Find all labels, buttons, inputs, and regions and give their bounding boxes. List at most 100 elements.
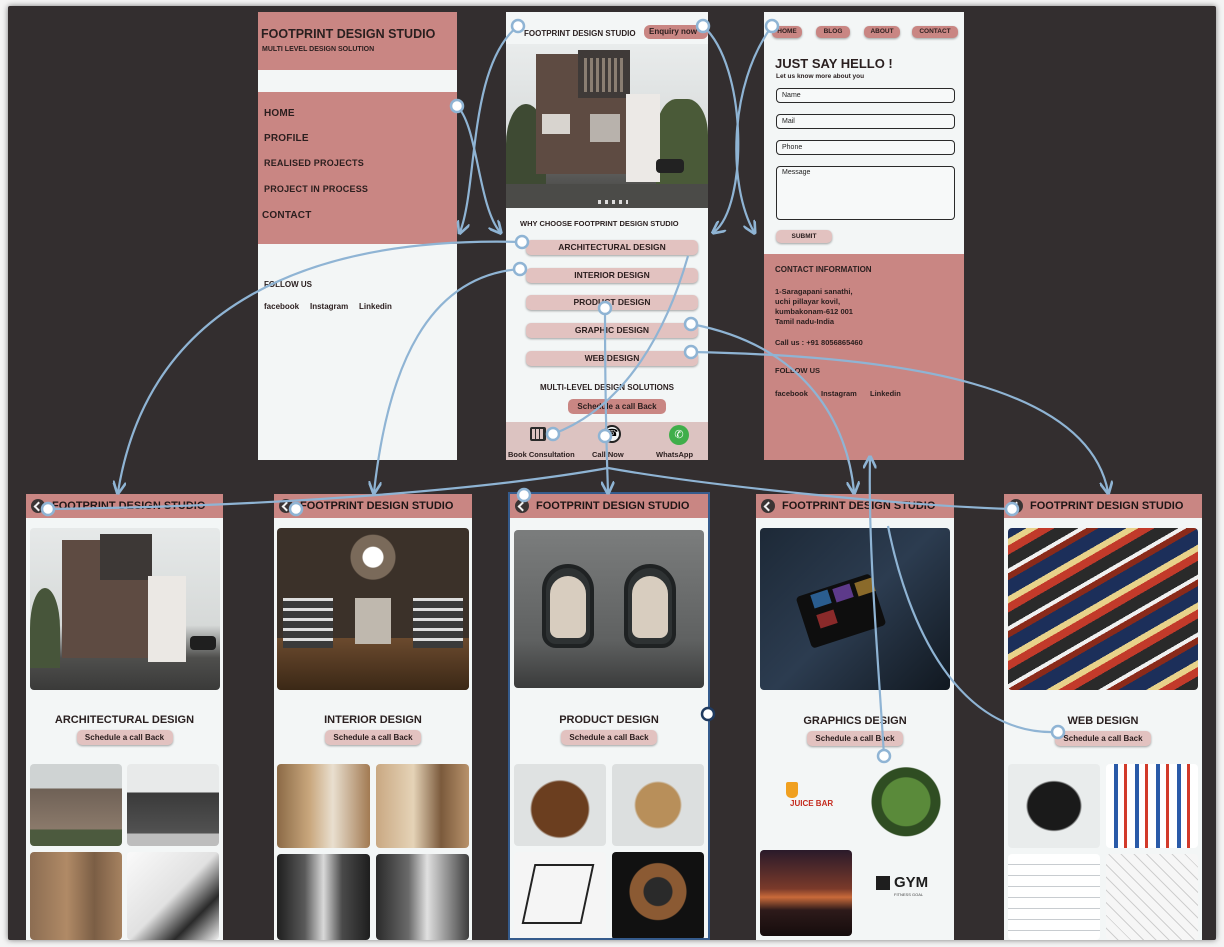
juice-bar-logo: JUICE BAR — [778, 782, 848, 822]
gym-logo: GYM FITNESS GOAL — [876, 872, 946, 912]
architectural-gallery-4 — [127, 852, 219, 940]
menu-item-home[interactable]: HOME — [264, 108, 295, 119]
address-line-4: Tamil nadu-India — [775, 317, 835, 326]
flow-arch-to-architectural — [118, 240, 523, 492]
submit-button[interactable]: SUBMIT — [776, 230, 832, 243]
web-gallery-4 — [1106, 854, 1198, 940]
flow-contact-back — [735, 25, 773, 232]
web-gallery-3 — [1008, 854, 1100, 940]
flow-connectors — [40, 18, 1216, 764]
flow-node — [545, 426, 561, 442]
web-screen: FOOTPRINT DESIGN STUDIO WEB DESIGN Sched… — [1004, 494, 1202, 940]
web-header-title: FOOTPRINT DESIGN STUDIO — [1030, 500, 1184, 512]
interior-heading: INTERIOR DESIGN — [324, 714, 422, 726]
hero-image — [506, 44, 708, 208]
flow-node — [512, 261, 528, 277]
service-architectural-button[interactable]: ARCHITECTURAL DESIGN — [526, 240, 698, 255]
service-product-button[interactable]: PRODUCT DESIGN — [526, 295, 698, 310]
menu-social-linkedin[interactable]: Linkedin — [359, 302, 392, 311]
web-heading: WEB DESIGN — [1067, 715, 1139, 727]
why-choose-title: WHY CHOOSE FOOTPRINT DESIGN STUDIO — [520, 219, 679, 228]
web-schedule-button[interactable]: Schedule a call Back — [1055, 731, 1151, 746]
flow-node — [764, 18, 780, 34]
whatsapp[interactable]: ✆ WhatsApp — [651, 422, 708, 460]
flow-node — [40, 501, 56, 517]
flow-node — [597, 428, 613, 444]
contact-nav-contact[interactable]: CONTACT — [912, 26, 958, 38]
message-field[interactable]: Message — [776, 166, 955, 220]
graphics-hero-image — [760, 528, 950, 690]
flow-enquiry-to-contact — [702, 25, 740, 232]
back-arrow-icon[interactable] — [515, 499, 529, 513]
architectural-schedule-button[interactable]: Schedule a call Back — [76, 730, 173, 745]
book-consultation-label: Book Consultation — [508, 450, 575, 459]
flow-node — [1004, 501, 1020, 517]
flow-headers — [47, 466, 1013, 511]
flow-node — [695, 18, 711, 34]
flow-graphic — [690, 322, 854, 492]
back-arrow-icon[interactable] — [761, 499, 775, 513]
menu-item-profile[interactable]: PROFILE — [264, 133, 309, 144]
brand-title: FOOTPRINT DESIGN STUDIO — [261, 27, 436, 41]
phone-field[interactable]: Phone — [776, 140, 955, 155]
contact-follow-us: FOLLOW US — [775, 366, 820, 375]
address-line-1: 1-Saragapani sanathi, — [775, 287, 853, 296]
flow-interior — [374, 267, 521, 492]
flow-book-consult — [552, 255, 690, 436]
interior-header-title: FOOTPRINT DESIGN STUDIO — [300, 500, 454, 512]
enquiry-button[interactable]: Enquiry now — [644, 25, 708, 39]
interior-gallery-3 — [277, 854, 370, 940]
graphics-schedule-button[interactable]: Schedule a call Back — [807, 731, 903, 746]
brand-tagline: MULTI LEVEL DESIGN SOLUTION — [262, 46, 375, 53]
schedule-call-button[interactable]: Schedule a call Back — [568, 399, 666, 414]
menu-item-contact[interactable]: CONTACT — [262, 210, 312, 221]
menu-screen: FOOTPRINT DESIGN STUDIO MULTI LEVEL DESI… — [258, 12, 457, 460]
product-schedule-button[interactable]: Schedule a call Back — [561, 730, 657, 745]
architectural-gallery-3 — [30, 852, 122, 940]
interior-schedule-button[interactable]: Schedule a call Back — [325, 730, 421, 745]
contact-nav-blog[interactable]: BLOG — [816, 26, 850, 38]
flow-node — [516, 487, 532, 503]
flow-node — [876, 748, 892, 764]
graphics-landscape — [760, 850, 852, 936]
menu-item-realised-projects[interactable]: REALISED PROJECTS — [264, 158, 364, 168]
carousel-dots[interactable] — [598, 200, 628, 204]
contact-nav-about[interactable]: ABOUT — [864, 26, 900, 38]
menu-item-project-in-process[interactable]: PROJECT IN PROCESS — [264, 184, 369, 194]
service-interior-button[interactable]: INTERIOR DESIGN — [526, 268, 698, 283]
flow-home-to-menu — [456, 105, 500, 232]
contact-social-facebook[interactable]: facebook — [775, 389, 808, 398]
architectural-hero-image — [30, 528, 220, 690]
gym-logo-text: GYM — [894, 874, 929, 891]
graphics-header: FOOTPRINT DESIGN STUDIO — [756, 494, 954, 518]
service-web-button[interactable]: WEB DESIGN — [526, 351, 698, 366]
menu-nav: HOME PROFILE REALISED PROJECTS PROJECT I… — [258, 92, 457, 244]
service-graphic-button[interactable]: GRAPHIC DESIGN — [526, 323, 698, 338]
contact-info-panel: CONTACT INFORMATION 1-Saragapani sanathi… — [764, 254, 964, 460]
architectural-screen: FOOTPRINT DESIGN STUDIO ARCHITECTURAL DE… — [26, 494, 223, 940]
contact-social-instagram[interactable]: Instagram — [821, 389, 857, 398]
menu-social-facebook[interactable]: facebook — [264, 302, 300, 311]
contact-nav-home[interactable]: HOME — [772, 26, 802, 38]
flow-node — [1050, 724, 1066, 740]
web-gallery-2 — [1106, 764, 1198, 848]
flow-node — [514, 234, 530, 250]
gym-logo-tagline: FITNESS GOAL — [894, 892, 924, 897]
web-hero-image — [1008, 528, 1198, 690]
address-line-2: uchi pillayar kovil, — [775, 297, 841, 306]
juice-bar-logo-text: JUICE BAR — [790, 799, 834, 808]
menu-social-instagram[interactable]: Instagram — [310, 302, 349, 311]
interior-gallery-4 — [376, 854, 469, 940]
call-us[interactable]: Call us : +91 8056865460 — [775, 338, 863, 347]
home-brand-title: FOOTPRINT DESIGN STUDIO — [524, 29, 636, 38]
product-screen: FOOTPRINT DESIGN STUDIO PRODUCT DESIGN S… — [508, 492, 710, 940]
graphics-screen: FOOTPRINT DESIGN STUDIO GRAPHICS DESIGN … — [756, 494, 954, 940]
flow-web-call — [886, 525, 1059, 734]
mail-field[interactable]: Mail — [776, 114, 955, 129]
book-consultation[interactable]: Book Consultation — [506, 422, 582, 460]
product-gallery-4 — [612, 852, 704, 938]
name-field[interactable]: Name — [776, 88, 955, 103]
contact-social-linkedin[interactable]: Linkedin — [870, 389, 901, 398]
architectural-gallery-1 — [30, 764, 122, 846]
interior-gallery-2 — [376, 764, 469, 848]
